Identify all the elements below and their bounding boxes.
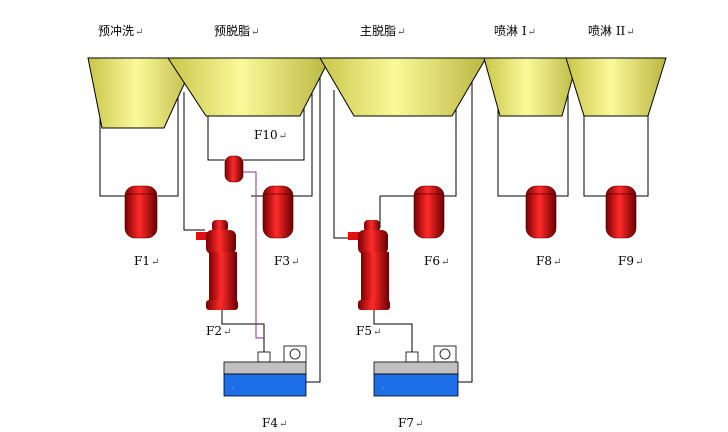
paragraph-mark: ↵ <box>290 257 300 268</box>
filter-label-f10: F10↵ <box>254 128 287 144</box>
pump-f5 <box>348 220 390 310</box>
filter-f3-vessel <box>262 185 294 239</box>
filter-label-text: F10 <box>254 128 278 142</box>
pump-f2 <box>196 220 238 310</box>
filter-label-text: F5 <box>356 324 372 338</box>
paragraph-mark: ↵ <box>135 27 144 38</box>
tank-label-text: 预冲洗 <box>98 24 135 38</box>
pipe-network <box>99 60 649 383</box>
filter-label-text: F4 <box>262 416 278 430</box>
filter-f1-vessel <box>124 185 158 239</box>
paragraph-mark: ↵ <box>440 257 450 268</box>
tank-label-t2: 预脱脂↵ <box>214 24 259 40</box>
filter-label-text: F2 <box>206 324 222 338</box>
paragraph-mark: ↵ <box>222 327 232 338</box>
filter-label-f4: F4↵ <box>262 416 287 432</box>
filter-label-text: F7 <box>398 416 414 430</box>
hopper-t4 <box>483 57 579 117</box>
tank-label-text: 喷淋 I <box>494 24 527 38</box>
paragraph-mark: ↵ <box>278 419 288 430</box>
filter-label-f3: F3↵ <box>274 254 299 270</box>
reservoir-f4: . <box>223 345 307 397</box>
filter-label-f6: F6↵ <box>424 254 449 270</box>
filter-label-text: F6 <box>424 254 440 268</box>
paragraph-mark: ↵ <box>552 257 562 268</box>
paragraph-mark: ↵ <box>414 419 424 430</box>
paragraph-mark: ↵ <box>150 257 160 268</box>
tank-label-t5: 喷淋 II↵ <box>588 24 635 40</box>
filter-label-f9: F9↵ <box>618 254 643 270</box>
filter-label-text: F9 <box>618 254 634 268</box>
tank-label-text: 喷淋 II <box>588 24 626 38</box>
tank-label-t1: 预冲洗↵ <box>98 24 143 40</box>
hopper-t5 <box>565 57 667 117</box>
filter-f6-vessel <box>413 185 445 239</box>
filter-label-f2: F2↵ <box>206 324 231 340</box>
hopper-t1 <box>87 57 197 129</box>
filter-label-text: F1 <box>134 254 150 268</box>
hopper-t3 <box>319 57 487 117</box>
filter-label-f8: F8↵ <box>536 254 561 270</box>
filter-f10-vessel <box>224 155 244 183</box>
hopper-t2 <box>167 57 331 117</box>
paragraph-mark: ↵ <box>372 327 382 338</box>
tank-label-t4: 喷淋 I↵ <box>494 24 536 40</box>
purple-pipe <box>243 171 264 339</box>
reservoir-f7: . <box>373 345 459 397</box>
tank-label-t3: 主脱脂↵ <box>360 24 405 40</box>
paragraph-mark: ↵ <box>278 131 287 142</box>
paragraph-mark: ↵ <box>626 27 635 38</box>
tank-label-text: 主脱脂 <box>360 24 397 38</box>
filter-label-f1: F1↵ <box>134 254 159 270</box>
paragraph-mark: ↵ <box>251 27 260 38</box>
filter-label-f7: F7↵ <box>398 416 423 432</box>
filter-label-text: F3 <box>274 254 290 268</box>
paragraph-mark: ↵ <box>527 27 536 38</box>
filter-f9-vessel <box>605 185 637 239</box>
paragraph-mark: ↵ <box>634 257 644 268</box>
svg-text:.: . <box>232 383 234 391</box>
filter-f8-vessel <box>525 185 557 239</box>
filter-label-f5: F5↵ <box>356 324 381 340</box>
svg-text:.: . <box>382 383 384 391</box>
filter-label-text: F8 <box>536 254 552 268</box>
paragraph-mark: ↵ <box>397 27 406 38</box>
tank-label-text: 预脱脂 <box>214 24 251 38</box>
